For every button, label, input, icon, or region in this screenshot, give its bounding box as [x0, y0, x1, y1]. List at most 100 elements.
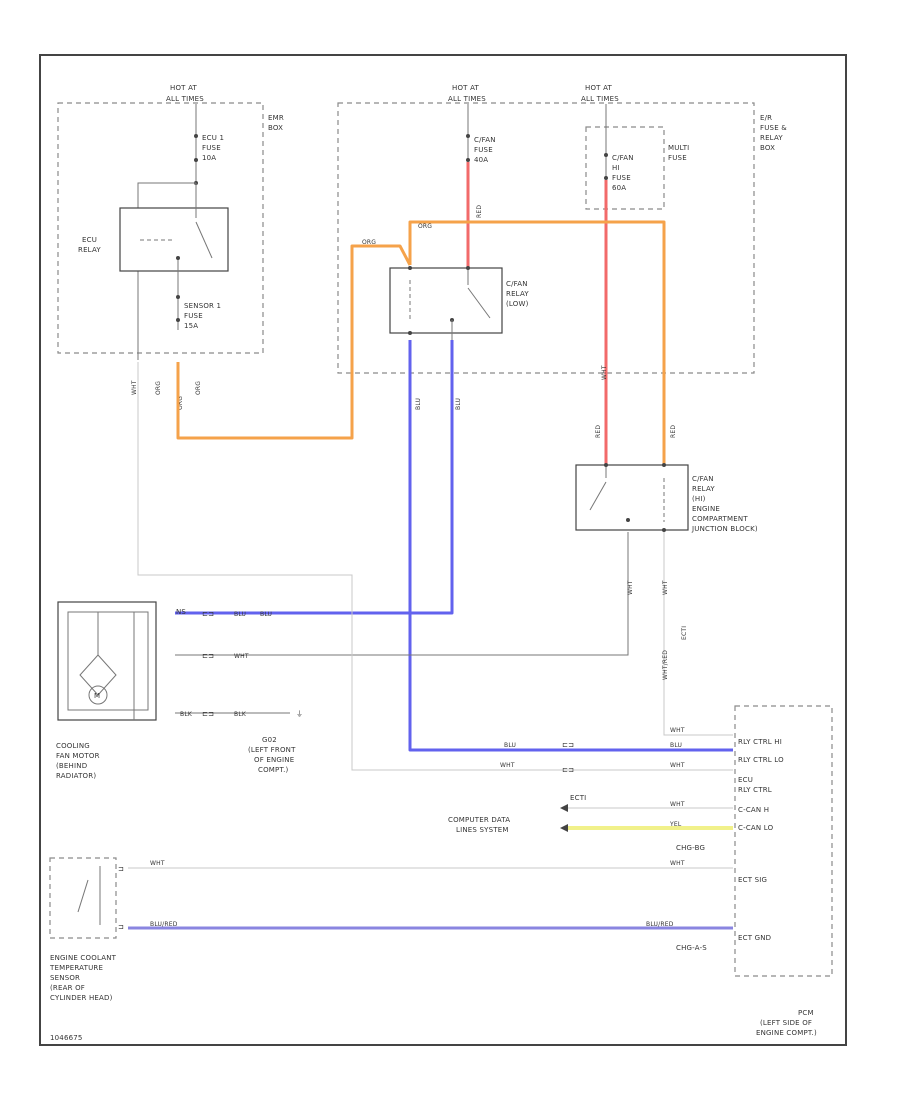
- cfan-relay-low-label: (LOW): [506, 300, 529, 308]
- sensor-fuse-terminal: [176, 295, 180, 299]
- cooling-fan-label: (BEHIND: [56, 762, 87, 770]
- cooling-fan-label: COOLING: [56, 742, 90, 750]
- wire-label-blu-red: BLU/RED: [150, 921, 178, 928]
- fan-motor-housing: [67, 611, 149, 711]
- pcm-pin-label: RLY CTRL HI: [738, 738, 782, 746]
- ground-symbol: ⏚: [296, 710, 303, 718]
- pcm-pin-label: ECT SIG: [738, 876, 767, 884]
- ecu-relay-label: RELAY: [78, 246, 101, 254]
- cfan-relay-hi-label: RELAY: [692, 485, 715, 493]
- pcm-pin-label: RLY CTRL: [738, 786, 772, 794]
- pcm-pin-label: C-CAN H: [738, 806, 769, 814]
- engine-compartment-label: JUNCTION BLOCK): [691, 525, 758, 533]
- pcm-pin-label: ECU: [738, 776, 753, 784]
- er-box-label: E/R: [760, 114, 772, 122]
- g02-label: G02: [262, 736, 277, 744]
- connector-label: CHG-BG: [676, 844, 705, 852]
- cfan-fuse-terminal: [466, 158, 470, 162]
- relay-terminal: [408, 266, 412, 270]
- multi-fuse-label: FUSE: [668, 154, 687, 162]
- cfan-relay-low: [389, 267, 503, 334]
- engine-compartment-label: ENGINE: [692, 505, 720, 513]
- connector-label: CHG-A-S: [676, 944, 707, 952]
- box-label: BOX: [268, 124, 283, 132]
- cfan-hi-fuse-label: FUSE: [612, 174, 631, 182]
- g02-label: COMPT.): [258, 766, 289, 774]
- cfan-fuse-label: FUSE: [474, 146, 493, 154]
- wire-label-wht: WHT: [670, 727, 685, 734]
- er-box-label: FUSE &: [760, 124, 787, 132]
- cfan-relay-low-label: C/FAN: [506, 280, 528, 288]
- cfan-relay-low-switch: [467, 287, 491, 319]
- wire-label-blk: BLK: [180, 711, 193, 718]
- ect-sensor-label: CYLINDER HEAD): [50, 994, 113, 1002]
- wire-label-org: ORG: [362, 239, 376, 246]
- wire-label-blu: BLU: [504, 742, 516, 749]
- wire-label-blu: BLU: [260, 611, 272, 618]
- wire-label-wht: WHT: [601, 365, 608, 380]
- pcm-pin-label: C-CAN LO: [738, 824, 774, 832]
- ect-sensor-label: SENSOR: [50, 974, 80, 982]
- cfan-relay-low-label: RELAY: [506, 290, 529, 298]
- wire-label-org: ORG: [177, 396, 184, 410]
- ect-sensor-box: [49, 857, 117, 939]
- wire-label-blk: BLK: [234, 711, 247, 718]
- wire-label-wht: WHT: [131, 380, 138, 395]
- cfan-hi-fuse-label: C/FAN: [612, 154, 634, 162]
- all-times-label-2: ALL TIMES: [448, 95, 486, 103]
- sensor-fuse-label: FUSE: [184, 312, 203, 320]
- ecu-fuse-terminal: [194, 134, 198, 138]
- wire-label-wht: WHT: [150, 860, 165, 867]
- engine-compartment-label: COMPARTMENT: [692, 515, 748, 523]
- orange-wire-relay-to-hi: [408, 220, 666, 465]
- wire-label-org: RED: [670, 425, 677, 438]
- pcm-box: [734, 705, 833, 977]
- connector-icon: ⊏⊐: [202, 710, 214, 718]
- ecu-relay-feed: [137, 182, 196, 360]
- arrow-icon: [560, 804, 568, 812]
- sensor-fuse-rating: 15A: [184, 322, 198, 330]
- connector-icon: ⊏⊐: [202, 610, 214, 618]
- connector-icon: ⊏⊐: [562, 766, 574, 774]
- g02-label: OF ENGINE: [254, 756, 294, 764]
- wht-wire-ecu-relay-to-pcm: [137, 362, 733, 771]
- cfan-relay-hi: [575, 464, 689, 531]
- wire-label-red: RED: [595, 425, 602, 438]
- blue-wire-to-pcm: [408, 340, 733, 752]
- ecu-fuse-terminal: [194, 158, 198, 162]
- wire-label-blu: BLU: [455, 398, 462, 410]
- wire-label-red: RED: [476, 205, 483, 218]
- all-times-label-1: ALL TIMES: [166, 95, 204, 103]
- computer-data-label: LINES SYSTEM: [456, 826, 509, 834]
- relay-terminal: [408, 331, 412, 335]
- cfan-fuse-rating: 40A: [474, 156, 488, 164]
- relay-terminal: [466, 266, 470, 270]
- fan-motor-symbol: M: [94, 692, 100, 700]
- sensor-fuse-terminal: [176, 318, 180, 322]
- multi-fuse-label: MULTI: [668, 144, 689, 152]
- ecu-fuse-label: ECU 1: [202, 134, 224, 142]
- er-fuse-relay-box: [337, 102, 755, 374]
- ecti-label: ECTI: [681, 626, 688, 640]
- relay-terminal: [662, 463, 666, 467]
- ecu-relay-switch: [195, 221, 213, 259]
- relay-terminal: [626, 518, 630, 522]
- cfan-relay-hi-switch: [589, 481, 607, 511]
- computer-data-label: COMPUTER DATA: [448, 816, 510, 824]
- cfan-hi-fuse-terminal: [604, 153, 608, 157]
- fan-motor-bridge: [79, 654, 117, 696]
- er-box-label: RELAY: [760, 134, 783, 142]
- hot-at-label-2: HOT AT: [452, 84, 480, 92]
- ecu-relay: [119, 207, 229, 272]
- sensor-fuse-label: SENSOR 1: [184, 302, 221, 310]
- diagram-frame: [39, 54, 847, 1046]
- emr-box: [57, 102, 264, 354]
- wire-label-blu: BLU: [234, 611, 246, 618]
- pcm-label: ENGINE COMPT.): [756, 1029, 817, 1037]
- cfan-relay-hi-label: (HI): [692, 495, 706, 503]
- cfan-relay-hi-label: C/FAN: [692, 475, 714, 483]
- pcm-label: (LEFT SIDE OF: [760, 1019, 812, 1027]
- ecu-fuse-rating: 10A: [202, 154, 216, 162]
- blue-wire-to-fan-motor: [175, 340, 454, 615]
